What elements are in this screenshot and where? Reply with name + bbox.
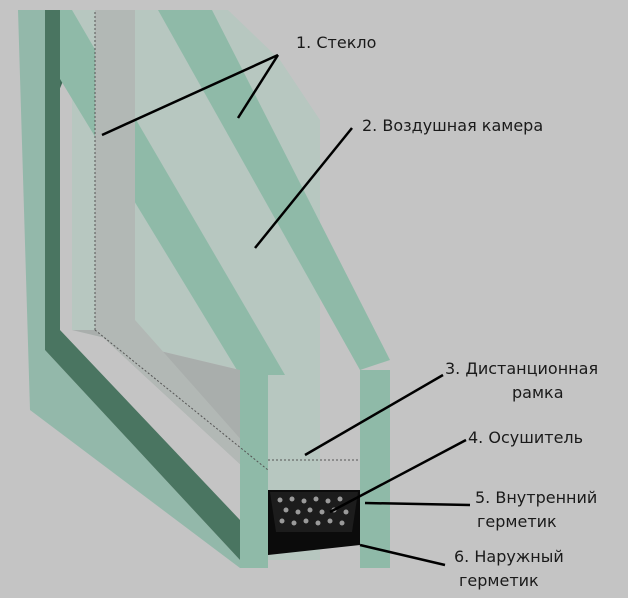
leader-desiccant	[329, 438, 467, 514]
leader-inner-sealant	[364, 501, 471, 507]
spacer-frame-face	[95, 10, 268, 490]
label-spacer-line2: рамка	[512, 383, 564, 402]
label-glass: 1. Стекло	[296, 33, 377, 52]
label-outer-sealant-line2: герметик	[459, 571, 539, 590]
leader-lines	[101, 53, 471, 567]
leader-spacer	[304, 373, 444, 457]
glass-pane-2	[158, 10, 390, 370]
label-air-chamber: 2. Воздушная камера	[362, 116, 544, 135]
label-inner-sealant-line1: 5. Внутренний	[475, 488, 598, 507]
label-spacer-line1: 3. Дистанционная	[445, 359, 599, 378]
spacer-frame	[72, 330, 268, 490]
label-outer-sealant-line1: 6. Наружный	[454, 547, 564, 566]
label-desiccant: 4. Осушитель	[468, 428, 584, 447]
leader-outer-sealant	[359, 543, 446, 567]
leader-glass-2	[236, 54, 280, 119]
glass-pane-2-front	[360, 370, 390, 568]
leader-air-chamber	[254, 127, 353, 249]
dashed-line-2	[94, 329, 269, 471]
leader-glass-1	[101, 53, 279, 137]
glass-pane-1-left	[18, 10, 240, 568]
glass-pane-1-front	[240, 375, 268, 568]
glass-pane-1-side-dark	[45, 10, 240, 560]
glass-pane-1	[18, 10, 285, 375]
label-inner-sealant-line2: герметик	[477, 512, 557, 531]
